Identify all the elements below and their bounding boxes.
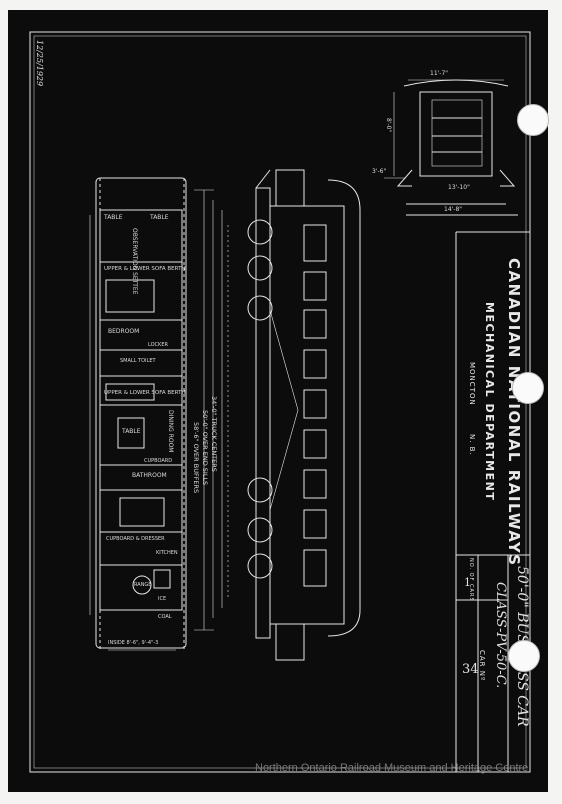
side-elevation xyxy=(247,169,361,661)
dim-step: 3'-6" xyxy=(372,168,387,175)
binder-hole xyxy=(517,104,549,136)
dim-height-left: 8'-0" xyxy=(385,118,392,133)
room-label: SMALL TOILET xyxy=(120,358,156,364)
blueprint-sheet: CANADIAN NATIONAL RAILWAYS MECHANICAL DE… xyxy=(8,10,548,792)
room-label: CUPBOARD & DRESSER xyxy=(106,536,165,542)
room-label: COAL xyxy=(158,614,172,620)
dim-over-end-sills: 50'-0" OVER END SILLS xyxy=(201,410,209,486)
cars-count: 1 xyxy=(464,576,471,589)
end-elevation xyxy=(384,79,518,216)
room-label: ICE xyxy=(158,596,167,602)
company-name: CANADIAN NATIONAL RAILWAYS xyxy=(505,258,523,567)
title-block-frame xyxy=(455,231,530,772)
dimension-lines xyxy=(89,189,229,651)
room-label: TABLE xyxy=(122,428,141,435)
car-class: CLASS-PV-50-C. xyxy=(493,582,508,689)
car-number-label: CAR Nº xyxy=(478,650,486,682)
department-name: MECHANICAL DEPARTMENT xyxy=(483,302,496,502)
binder-hole xyxy=(512,372,544,404)
dim-truck-centers: 34'-0" TRUCK CENTERS xyxy=(210,396,218,472)
dim-inside-width: INSIDE 8'-6", 9'-4"-3 xyxy=(108,640,159,646)
room-label: CUPBOARD xyxy=(144,458,173,464)
binder-hole xyxy=(508,640,540,672)
room-label: BEDROOM xyxy=(108,328,140,335)
windows xyxy=(303,224,327,587)
floor-plan xyxy=(95,177,187,650)
watermark: Northern Ontario Railroad Museum and Her… xyxy=(255,762,529,774)
blueprint-drawing xyxy=(29,31,531,773)
room-label: OBSERVATION SETTEE xyxy=(131,228,138,295)
room-label: TABLE xyxy=(104,214,123,221)
location: MONCTON xyxy=(468,362,476,406)
room-label: TABLE xyxy=(150,214,169,221)
sheet-number: N. B. xyxy=(468,434,476,456)
wheels xyxy=(247,219,273,579)
margin-date: 12/25/1929 xyxy=(35,40,44,87)
room-label: BATHROOM xyxy=(132,472,167,479)
room-label: KITCHEN xyxy=(156,550,178,556)
room-label: LOCKER xyxy=(148,342,168,348)
dim-over-buffers: 58'-6" OVER BUFFERS xyxy=(192,422,200,494)
dim-width-mid: 13'-10" xyxy=(448,184,470,191)
car-number: 34 xyxy=(462,662,479,677)
room-label: UPPER & LOWER SOFA BERTH xyxy=(104,266,186,272)
room-label: DINING ROOM xyxy=(167,410,174,453)
dim-width-bottom: 14'-8" xyxy=(444,206,463,213)
dim-width-top: 11'-7" xyxy=(430,70,449,77)
room-label: UPPER & LOWER SOFA BERTH xyxy=(104,390,186,396)
sheet-border xyxy=(29,31,531,773)
room-label: RANGE xyxy=(134,582,152,588)
sheet-border-inner xyxy=(33,35,527,769)
